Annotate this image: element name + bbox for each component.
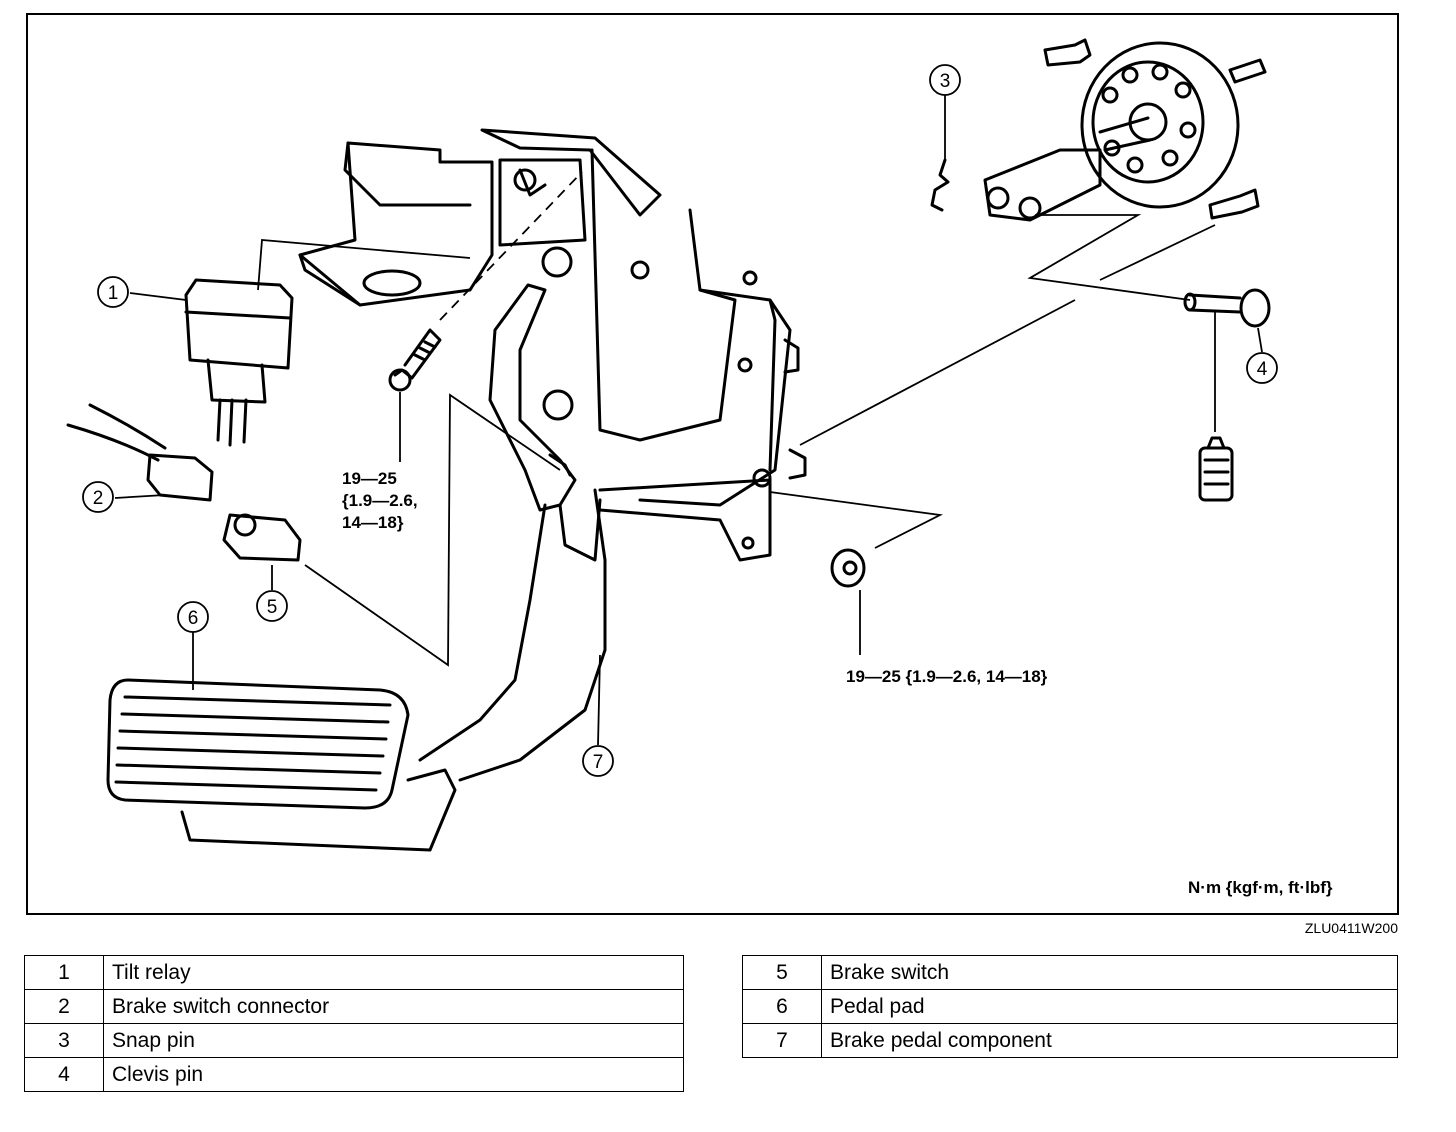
brake-switch	[222, 513, 302, 562]
grease-tube	[1198, 436, 1234, 502]
legend-number: 2	[24, 989, 104, 1024]
torque-nut-label: 19—25 {1.9—2.6, 14—18}	[846, 667, 1048, 686]
legend-label: Brake pedal component	[821, 1023, 1398, 1058]
snap-pin	[930, 158, 950, 212]
legend-number: 5	[742, 955, 822, 990]
booster-studs	[1043, 38, 1267, 220]
callout-6: 6	[177, 601, 209, 633]
torque-bolt-line2: {1.9—2.6,	[342, 491, 418, 510]
svg-text:4: 4	[1257, 359, 1268, 380]
svg-text:6: 6	[188, 608, 199, 629]
leader-4	[1257, 327, 1263, 353]
svg-text:2: 2	[93, 488, 104, 509]
svg-text:5: 5	[267, 597, 278, 618]
leader-7	[597, 654, 601, 746]
svg-text:3: 3	[940, 71, 951, 92]
assembly-line-nut	[769, 491, 943, 549]
assembly-line-stud	[1099, 224, 1216, 281]
legend-number: 3	[24, 1023, 104, 1058]
callout-5: 5	[256, 590, 288, 622]
upper-flange-bracket	[298, 141, 494, 307]
leader-2	[114, 494, 166, 499]
bracket-bolt	[388, 328, 442, 392]
legend-number: 4	[24, 1057, 104, 1092]
legend-number: 7	[742, 1023, 822, 1058]
diagram-frame	[26, 13, 1399, 915]
svg-text:1: 1	[108, 283, 119, 304]
main-bracket	[480, 128, 807, 507]
booster-pushrod-assembly	[983, 41, 1240, 222]
assembly-line-pushrod	[799, 299, 1076, 446]
callout-2: 2	[82, 481, 114, 513]
legend-label: Clevis pin	[103, 1057, 684, 1092]
legend-label: Pedal pad	[821, 989, 1398, 1024]
assembly-line-relay	[257, 239, 471, 291]
assembly-line-bolt	[439, 171, 583, 321]
legend-label: Snap pin	[103, 1023, 684, 1058]
legend-number: 1	[24, 955, 104, 990]
tilt-relay	[184, 278, 294, 447]
brake-pedal-arm	[418, 246, 607, 782]
leader-1	[129, 292, 187, 301]
figure-code: ZLU0411W200	[1304, 920, 1398, 936]
torque-bolt-line1: 19—25	[342, 469, 397, 488]
brake-switch-connector	[66, 403, 214, 502]
torque-bolt-line3: 14—18}	[342, 513, 404, 532]
svg-text:7: 7	[593, 752, 604, 773]
clevis-pin	[1183, 288, 1271, 328]
assembly-line-clevis	[1027, 214, 1191, 301]
units-note: N·m {kgf·m, ft·lbf}	[1188, 878, 1333, 897]
legend-label: Brake switch	[821, 955, 1398, 990]
legend-number: 6	[742, 989, 822, 1024]
lower-bracket	[598, 468, 772, 562]
callout-3: 3	[929, 64, 961, 96]
mounting-nut	[830, 548, 866, 588]
callout-4: 4	[1246, 352, 1278, 384]
exploded-diagram: 1 2 3 4 5 6 7 19—25 {1.9—2.6, 14—18} 19—…	[26, 13, 1399, 915]
legend-label: Tilt relay	[103, 955, 684, 990]
legend-label: Brake switch connector	[103, 989, 684, 1024]
callout-1: 1	[97, 276, 129, 308]
pedal-pad	[106, 678, 457, 852]
callout-7: 7	[582, 745, 614, 777]
assembly-line-switch	[304, 393, 561, 667]
